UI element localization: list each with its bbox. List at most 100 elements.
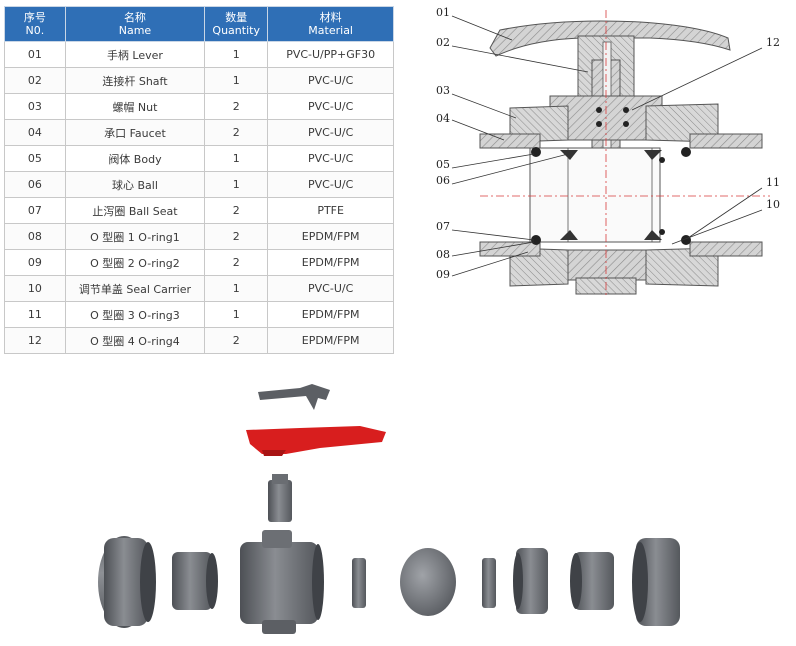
center-lines <box>480 10 770 296</box>
right-faucet-part <box>570 552 614 610</box>
cell-quantity: 2 <box>204 327 269 354</box>
cell-quantity: 1 <box>204 67 269 94</box>
callout-01: 01 <box>436 6 450 19</box>
cell-material: PVC-U/PP+GF30 <box>267 41 394 68</box>
right-union-nut <box>645 103 719 287</box>
oring-part-right <box>482 558 496 608</box>
cell-material: PVC-U/C <box>267 67 394 94</box>
cell-quantity: 1 <box>204 301 269 328</box>
callout-09: 09 <box>436 268 450 281</box>
callout-12: 12 <box>766 36 780 49</box>
cell-material: EPDM/FPM <box>267 249 394 276</box>
seal-carrier-part <box>513 548 548 614</box>
left-faucet-part <box>172 552 218 610</box>
cell-material: PTFE <box>267 197 394 224</box>
cell-number: 11 <box>4 301 66 328</box>
callout-02: 02 <box>436 36 450 49</box>
left-union-nut <box>509 105 569 287</box>
cell-number: 05 <box>4 145 66 172</box>
exploded-view <box>98 384 680 634</box>
cell-number: 01 <box>4 41 66 68</box>
cell-name: O 型圈 1 O-ring1 <box>64 223 206 250</box>
cell-material: PVC-U/C <box>267 119 394 146</box>
cell-name: 调节单盖 Seal Carrier <box>64 275 206 302</box>
callout-03: 03 <box>436 84 450 97</box>
callout-10: 10 <box>766 198 780 211</box>
handle-lever <box>489 20 731 57</box>
cell-name: O 型圈 3 O-ring3 <box>64 301 206 328</box>
cell-name: 阀体 Body <box>64 145 206 172</box>
callout-11: 11 <box>766 176 780 189</box>
cell-quantity: 1 <box>204 275 269 302</box>
ball-outline <box>529 147 661 243</box>
cell-quantity: 2 <box>204 197 269 224</box>
cell-material: EPDM/FPM <box>267 327 394 354</box>
callout-07: 07 <box>436 220 450 233</box>
cell-name: 承口 Faucet <box>64 119 206 146</box>
cell-name: 螺帽 Nut <box>64 93 206 120</box>
cell-quantity: 1 <box>204 171 269 198</box>
cell-name: O 型圈 4 O-ring4 <box>64 327 206 354</box>
cell-quantity: 2 <box>204 93 269 120</box>
cell-quantity: 1 <box>204 41 269 68</box>
shaft-part <box>268 474 292 522</box>
cell-number: 10 <box>4 275 66 302</box>
cell-number: 08 <box>4 223 66 250</box>
callout-08: 08 <box>436 248 450 261</box>
left-faucet <box>479 133 541 257</box>
ball-part <box>400 548 456 616</box>
cell-number: 12 <box>4 327 66 354</box>
cell-material: EPDM/FPM <box>267 301 394 328</box>
ball-seats <box>560 150 662 240</box>
valve-body-part <box>240 530 324 634</box>
cell-number: 04 <box>4 119 66 146</box>
callout-06: 06 <box>436 174 450 187</box>
cell-material: PVC-U/C <box>267 145 394 172</box>
cell-quantity: 1 <box>204 145 269 172</box>
left-nut-part <box>98 536 156 628</box>
cell-quantity: 2 <box>204 249 269 276</box>
cell-name: O 型圈 2 O-ring2 <box>64 249 206 276</box>
callout-05: 05 <box>436 158 450 171</box>
cell-number: 09 <box>4 249 66 276</box>
cell-quantity: 2 <box>204 223 269 250</box>
callout-04: 04 <box>436 112 450 125</box>
leader-lines <box>451 15 763 277</box>
cell-number: 07 <box>4 197 66 224</box>
cell-material: EPDM/FPM <box>267 223 394 250</box>
cell-name: 手柄 Lever <box>64 41 206 68</box>
lever-insert-part <box>258 384 330 410</box>
cell-name: 止泻圈 Ball Seat <box>64 197 206 224</box>
cell-name: 球心 Ball <box>64 171 206 198</box>
cell-number: 03 <box>4 93 66 120</box>
red-handle-part <box>246 426 386 456</box>
valve-cross-section-drawing: 01 02 12 03 04 05 06 11 10 07 08 09 <box>436 6 780 296</box>
right-faucet <box>689 133 763 257</box>
callout-labels: 01 02 12 03 04 05 06 11 10 07 08 09 <box>436 6 780 281</box>
cell-number: 02 <box>4 67 66 94</box>
cell-material: PVC-U/C <box>267 93 394 120</box>
cell-number: 06 <box>4 171 66 198</box>
cell-material: PVC-U/C <box>267 275 394 302</box>
cell-quantity: 2 <box>204 119 269 146</box>
cell-name: 连接杆 Shaft <box>64 67 206 94</box>
